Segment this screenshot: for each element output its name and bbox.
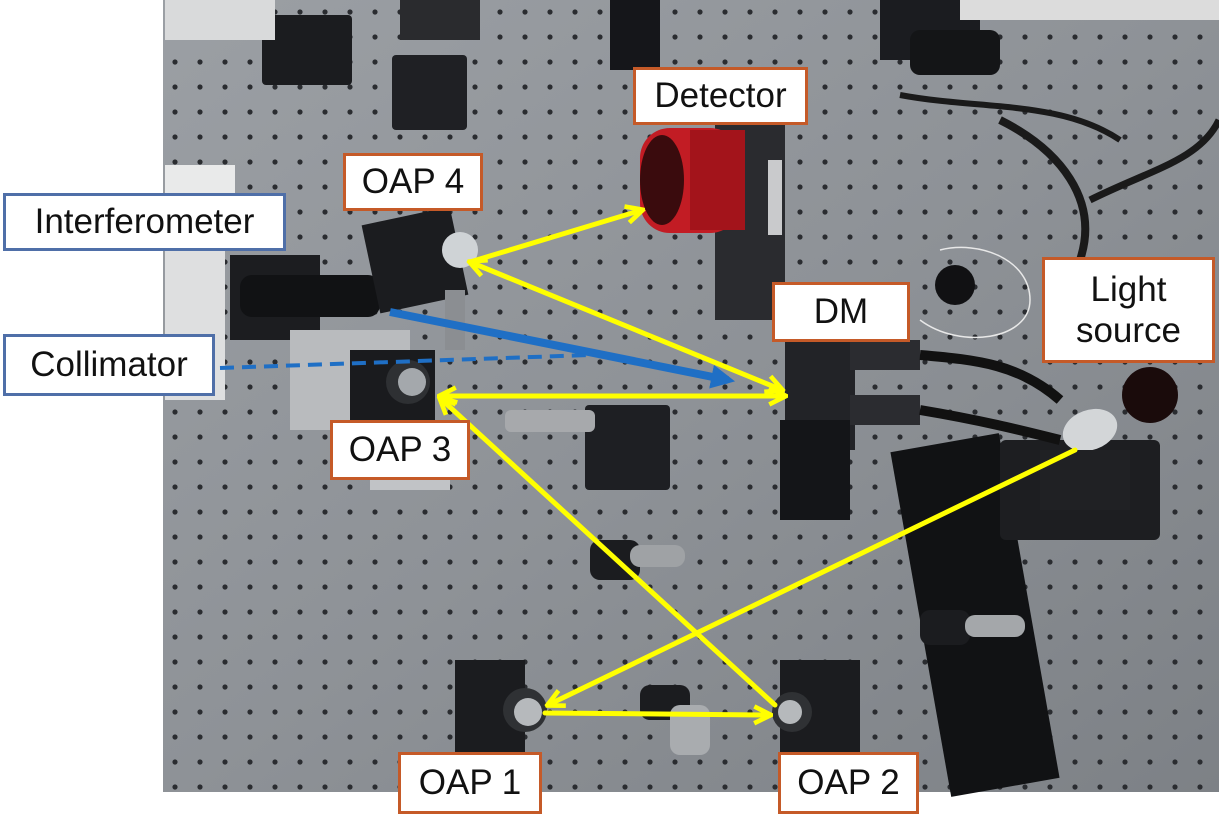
- label-interferometer: Interferometer: [3, 193, 286, 251]
- oap4-mount: [361, 206, 478, 350]
- detector-mount: [640, 125, 785, 320]
- label-dm: DM: [772, 282, 910, 342]
- beam-source-to-oap1: [548, 447, 1078, 705]
- label-oap2: OAP 2: [778, 752, 919, 814]
- dm-mount: [780, 330, 1064, 520]
- label-collimator: Collimator: [3, 334, 215, 396]
- label-light-source: Light source: [1042, 257, 1215, 363]
- label-oap1: OAP 1: [398, 752, 542, 814]
- beam-oap1-to-oap2: [542, 713, 770, 715]
- background-equipment: [165, 0, 1219, 797]
- interferometer-beam: [389, 308, 736, 389]
- interferometer-beam-path: [219, 308, 736, 389]
- beam-oap4-to-detector: [467, 210, 642, 265]
- label-oap4: OAP 4: [343, 153, 483, 211]
- label-oap3: OAP 3: [330, 420, 470, 480]
- beam-oap2-to-oap3: [440, 398, 778, 708]
- collimator-beam-dashed: [219, 353, 591, 370]
- label-detector: Detector: [633, 67, 808, 125]
